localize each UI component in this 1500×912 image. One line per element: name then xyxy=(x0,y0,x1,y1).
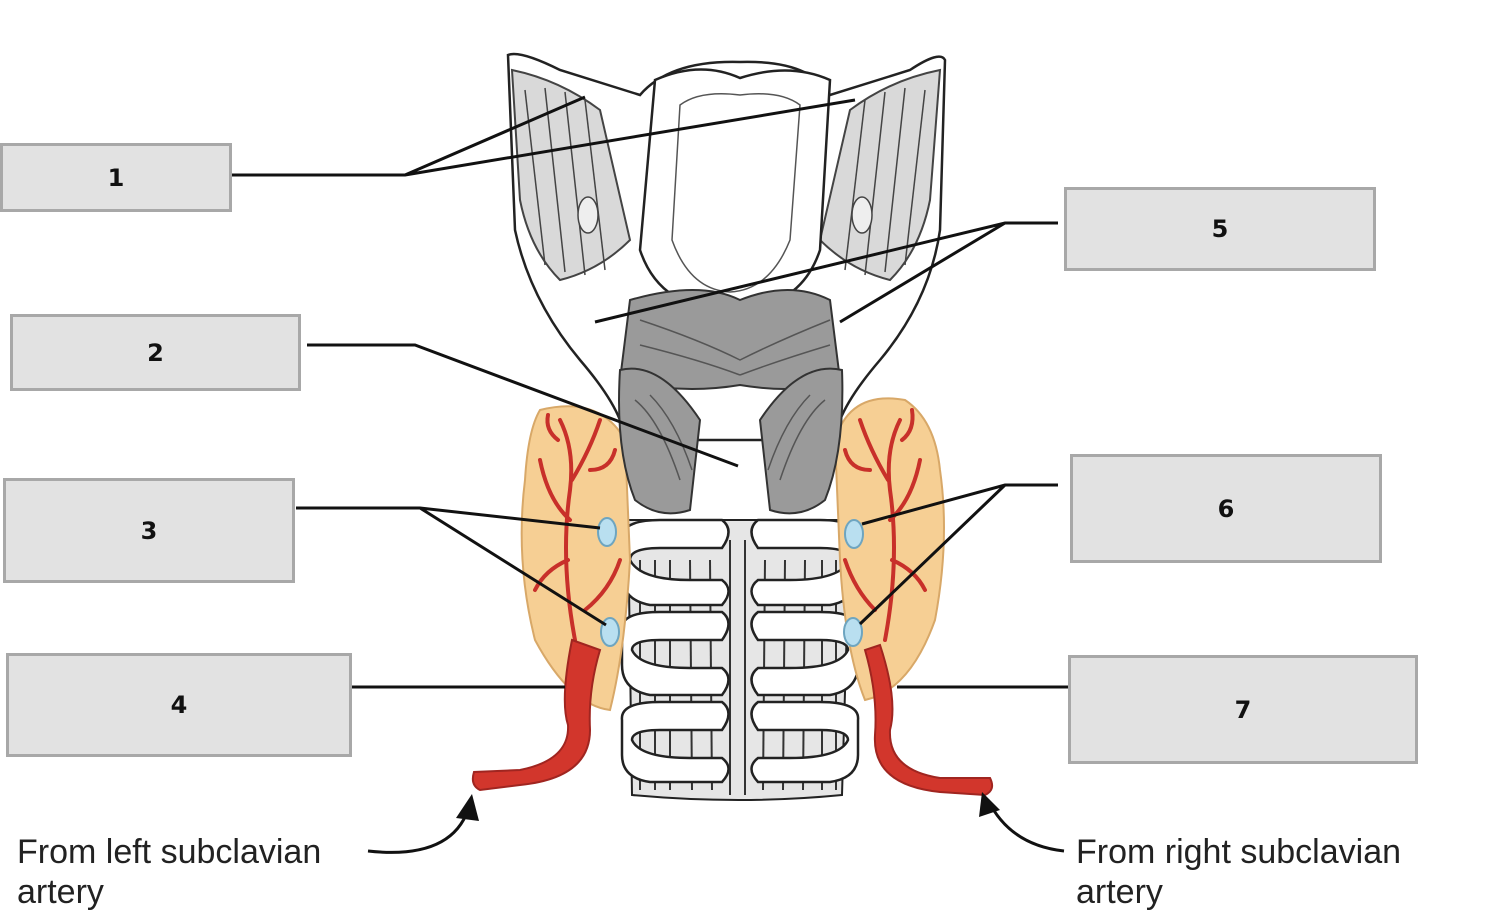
caption-right-line2: artery xyxy=(1076,873,1163,911)
parathyroid-upper-left xyxy=(597,517,617,547)
caption-right-subclavian: From right subclavian artery xyxy=(1076,832,1401,912)
inferior-thyroid-arteries xyxy=(471,638,994,797)
leader-line-1 xyxy=(232,95,856,177)
leader-line-2 xyxy=(307,343,739,468)
label-box-1[interactable]: 1 xyxy=(0,143,232,212)
larynx xyxy=(506,52,947,515)
leader-line-3 xyxy=(296,506,607,627)
label-box-3[interactable]: 3 xyxy=(3,478,295,583)
label-number-4: 4 xyxy=(170,691,188,719)
trachea xyxy=(620,518,860,801)
leader-line-6 xyxy=(858,483,1058,626)
label-number-5: 5 xyxy=(1211,215,1229,243)
left-arrowhead xyxy=(456,794,479,821)
label-number-2: 2 xyxy=(147,338,164,367)
label-number-1: 1 xyxy=(107,163,125,192)
label-number-6: 6 xyxy=(1217,494,1235,523)
parathyroid-upper-right xyxy=(844,519,864,549)
label-number-7: 7 xyxy=(1234,695,1252,724)
caption-left-line2: artery xyxy=(17,873,104,911)
leader-line-5 xyxy=(594,221,1058,324)
label-box-7[interactable]: 7 xyxy=(1068,655,1418,764)
parathyroid-glands xyxy=(597,517,864,647)
left-arrow xyxy=(367,809,470,854)
parathyroid-lower-right xyxy=(843,617,863,647)
caption-left-subclavian: From left subclavian artery xyxy=(17,832,321,912)
label-box-2[interactable]: 2 xyxy=(10,314,301,391)
thyroid-artery-branches xyxy=(533,408,927,642)
label-box-6[interactable]: 6 xyxy=(1070,454,1382,563)
caption-left-line1: From left subclavian xyxy=(17,833,322,871)
right-arrow xyxy=(986,799,1065,853)
leader-lines xyxy=(232,95,1070,689)
label-box-5[interactable]: 5 xyxy=(1064,187,1376,271)
label-number-3: 3 xyxy=(140,516,158,545)
caption-right-line1: From right subclavian xyxy=(1076,833,1402,871)
label-box-4[interactable]: 4 xyxy=(6,653,352,757)
right-arrowhead xyxy=(979,792,1000,817)
